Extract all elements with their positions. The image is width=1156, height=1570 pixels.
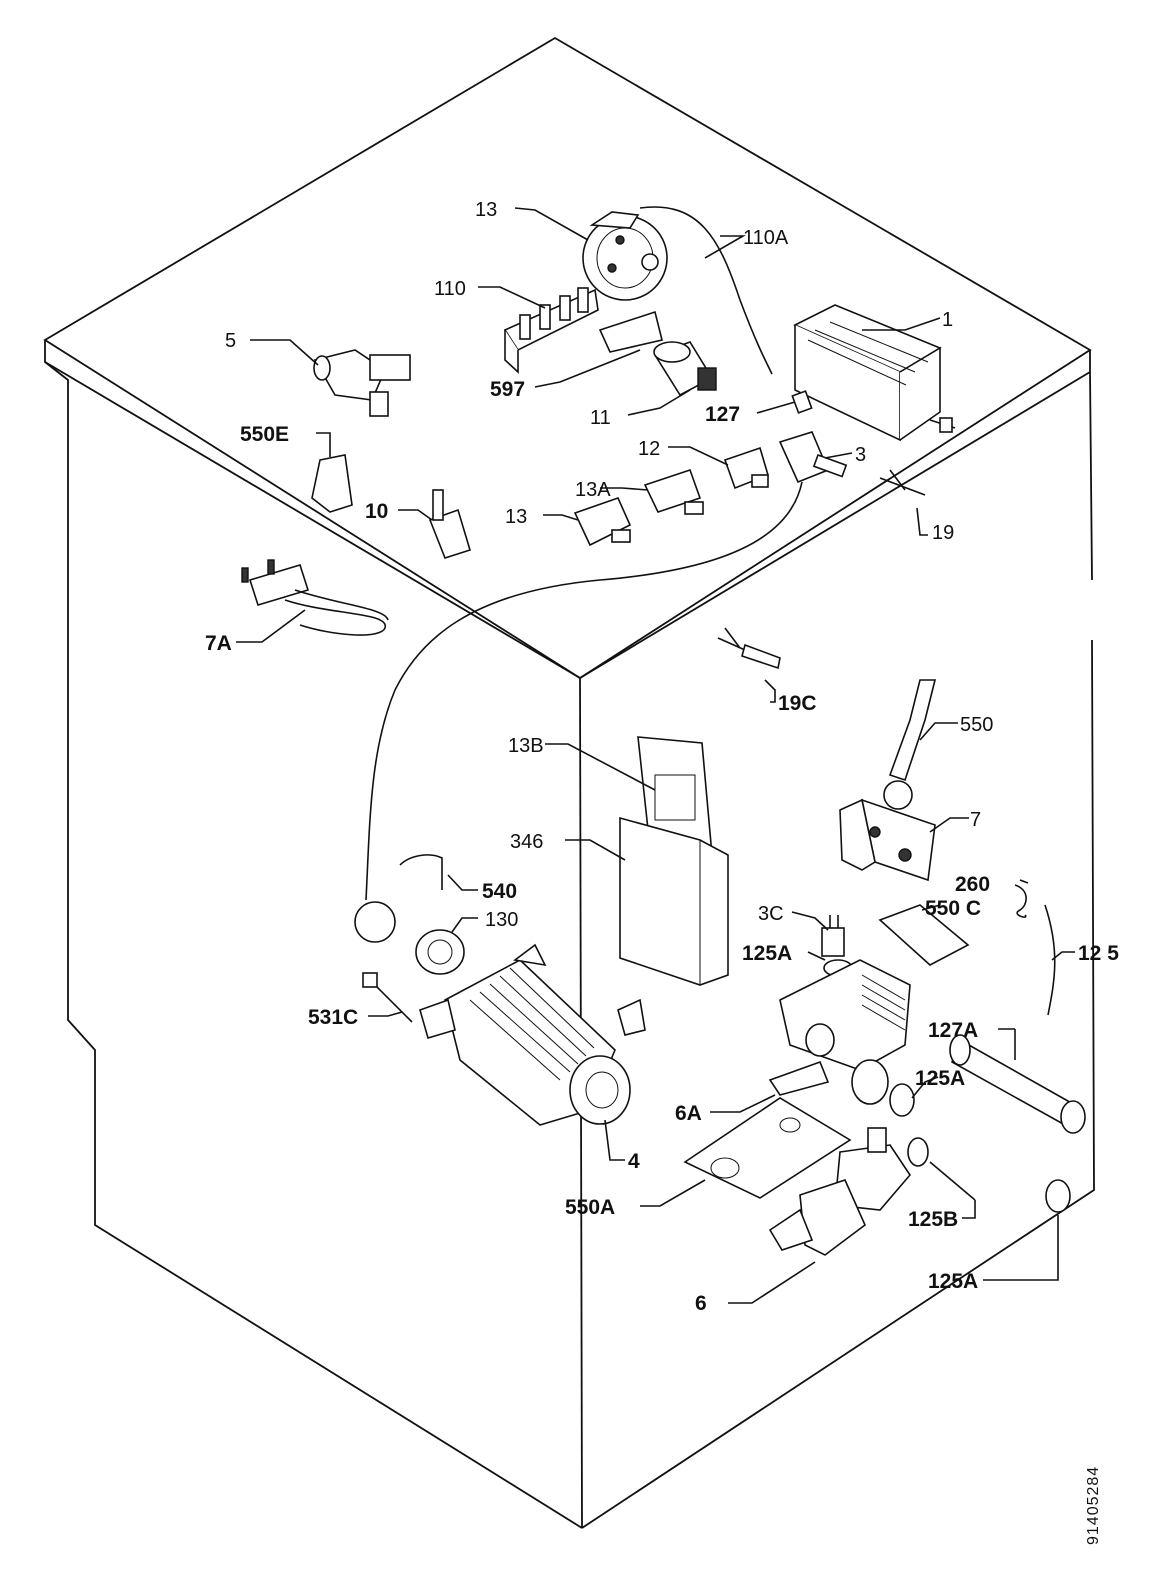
heating-element-part: [241, 559, 389, 636]
leader-lines: [236, 207, 1075, 1304]
callout-6: 6: [695, 1292, 707, 1315]
callout-550: 550: [960, 714, 993, 736]
door-interlock-part: [839, 798, 936, 882]
callout-7a: 10: [365, 500, 388, 523]
programmer-timer-part: [793, 304, 956, 442]
pressure-sensor-3c-part: [821, 915, 845, 957]
callout-540: 540: [482, 880, 517, 903]
callout-550e: 550E: [240, 423, 289, 446]
callout-531c: 531C: [308, 1006, 358, 1029]
callout-3c: 3C: [758, 903, 784, 925]
inlet-valve-part: [313, 349, 411, 417]
callout-14: 13B: [508, 735, 544, 757]
screw-part: [362, 972, 413, 1023]
callout-550a: 550A: [565, 1196, 615, 1219]
capacitor-part: [653, 341, 717, 397]
callout-12: 13: [475, 199, 497, 221]
hose-127a-part: [949, 1034, 1086, 1134]
callout-125a-bottom: 125A: [928, 1270, 978, 1293]
motor-part: [419, 943, 646, 1126]
callout-13b: 13A: [575, 479, 611, 501]
connector-13a-part: [573, 497, 632, 547]
small-fitting-part: [791, 390, 813, 414]
pressure-switch-part: [582, 211, 668, 301]
callout-130: 130: [485, 909, 518, 931]
callout-13: 12: [638, 438, 660, 460]
callout-260: 260: [955, 873, 990, 896]
callout-127a: 127A: [928, 1019, 978, 1042]
o-ring-125a-mid-part: [889, 1083, 915, 1117]
callout-125a-top: 125A: [915, 1067, 965, 1090]
callout-125: 125A: [742, 942, 792, 965]
bearing-ring-part: [415, 929, 465, 975]
cover-550a-hole: [710, 1157, 740, 1179]
selector-switch-part: [778, 431, 848, 484]
callout-110a: 12 5: [1078, 942, 1119, 965]
cabinet-outline: [43, 36, 1095, 1529]
pressure-tube-part: [639, 206, 773, 375]
connector-13-part: [723, 446, 769, 490]
o-ring-125b-part: [907, 1137, 929, 1167]
callout-5: 5: [225, 330, 236, 352]
callout-597: 597: [490, 378, 525, 401]
document-number: 91405284: [1085, 1465, 1102, 1545]
detergent-dispenser-part: [619, 736, 729, 986]
callout-125b: 125B: [908, 1208, 958, 1231]
callout-1: 1: [942, 309, 953, 331]
terminal-block-part: [503, 287, 599, 374]
cover-550c-part: [878, 904, 970, 966]
connector-13b-part: [643, 468, 704, 515]
sensor-part: [879, 469, 926, 496]
cover-550a-part: [683, 1097, 852, 1199]
callout-4: 4: [628, 1150, 640, 1173]
hose-clip-part: [399, 854, 443, 890]
callout-11: 11: [590, 407, 611, 429]
callout-7: 7: [970, 809, 981, 831]
callout-110: 110A: [743, 227, 789, 249]
grommet-part: [354, 901, 396, 943]
callout-19: 19: [932, 522, 954, 544]
wiring-harness-part: [365, 481, 803, 901]
microswitch-part: [428, 489, 471, 559]
callout-346: 346: [510, 831, 543, 853]
spring-part: [1014, 884, 1027, 918]
o-ring-125a-bottom-part: [1045, 1179, 1071, 1213]
drain-pump-part: [768, 1127, 912, 1256]
callout-13a: 13: [505, 506, 527, 528]
temperature-sensor-part: [717, 627, 781, 670]
callout-19c: 19C: [778, 692, 817, 715]
callout-3: 3: [855, 444, 866, 466]
callout-127: 127: [705, 403, 740, 426]
clip-part: [311, 454, 353, 513]
callout-10: 7A: [205, 632, 232, 655]
bracket-part: [598, 310, 663, 353]
hose-110a-part: [1044, 904, 1056, 1016]
callout-550c: 550 C: [925, 897, 981, 920]
door-lever-part: [883, 679, 937, 810]
cover-550a-hole2: [779, 1117, 801, 1133]
pump-housing-part: [768, 959, 911, 1105]
callout-labels: 13 110A 110 5 1 597 11 127 12 3 550E 13A…: [205, 199, 1119, 1315]
callout-6a: 6A: [675, 1102, 702, 1125]
callout-37: 110: [434, 278, 466, 300]
